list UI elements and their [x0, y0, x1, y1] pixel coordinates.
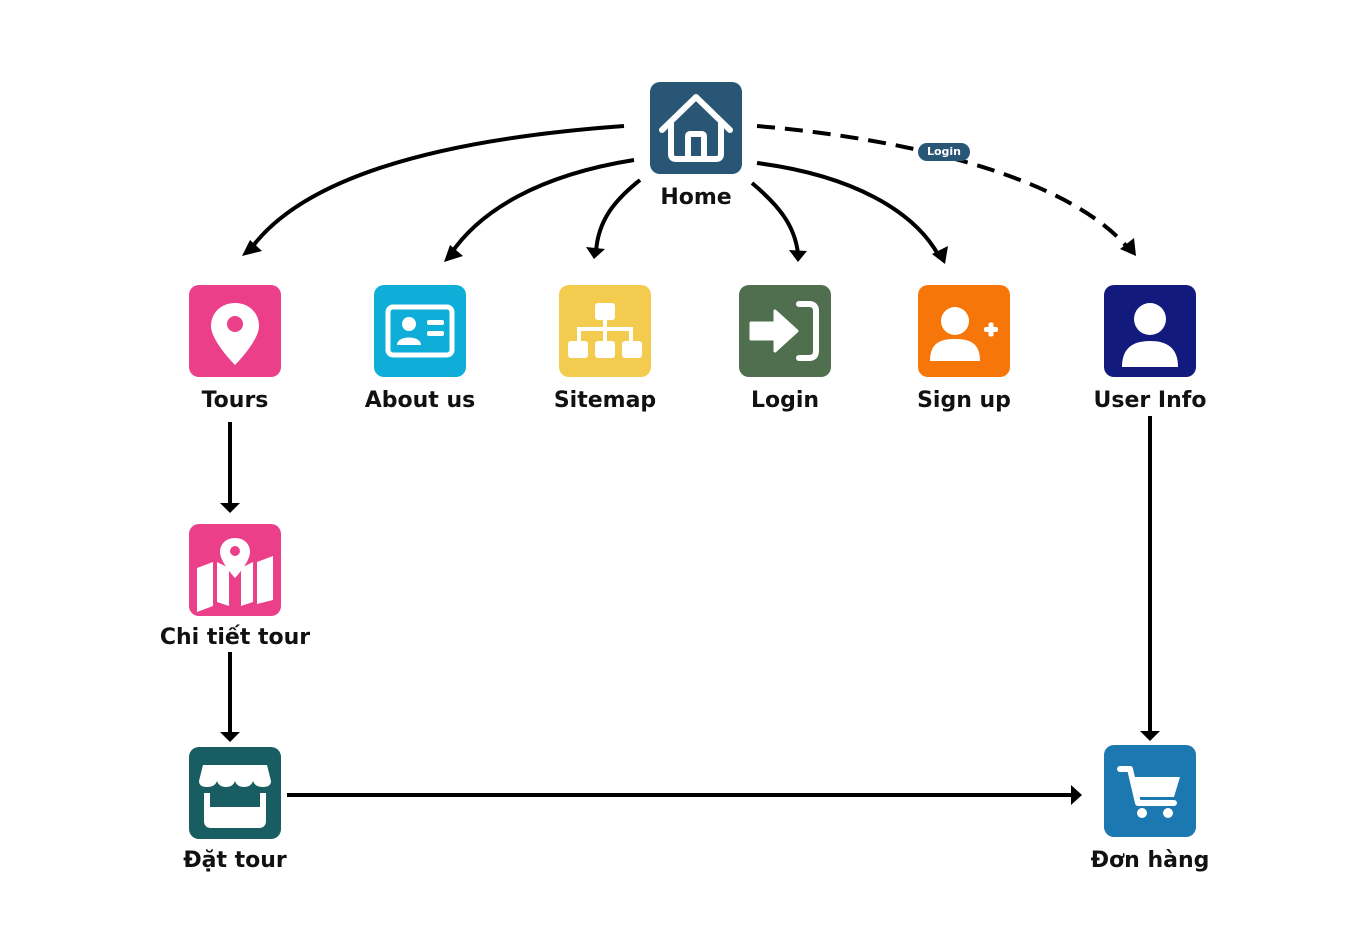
- node-user-info[interactable]: [1104, 285, 1196, 377]
- edge-home-about: [448, 158, 635, 257]
- arrowhead-user-info: [1120, 238, 1136, 256]
- edge-home-sitemap: [594, 178, 642, 253]
- node-home[interactable]: [650, 82, 742, 174]
- node-sitemap[interactable]: [559, 285, 651, 377]
- edge-label-login: Login: [918, 143, 970, 161]
- node-signup[interactable]: [918, 285, 1010, 377]
- house-icon: [659, 94, 733, 162]
- arrowhead-tours: [242, 240, 262, 256]
- arrowhead-signup: [932, 246, 948, 264]
- label-tours: Tours: [201, 388, 269, 413]
- arrowhead-detail: [220, 503, 240, 513]
- label-orders: Đơn hàng: [1090, 848, 1210, 873]
- arrowhead-orders-right: [1071, 785, 1082, 805]
- map-pin-icon: [211, 303, 259, 365]
- edge-home-signup: [756, 161, 942, 259]
- label-book-tour: Đặt tour: [183, 848, 287, 873]
- arrowhead-login: [789, 250, 807, 262]
- node-login[interactable]: [739, 285, 831, 377]
- node-about[interactable]: [374, 285, 466, 377]
- arrowhead-book: [220, 732, 240, 742]
- label-sitemap: Sitemap: [553, 388, 657, 413]
- user-plus-icon: [930, 307, 998, 361]
- sign-in-icon: [749, 301, 819, 361]
- store-icon: [199, 765, 271, 828]
- label-tour-detail: Chi tiết tour: [159, 625, 311, 650]
- label-about: About us: [364, 388, 476, 413]
- edge-home-login: [750, 181, 800, 255]
- label-user-info: User Info: [1093, 388, 1207, 413]
- edge-home-user-info: [756, 124, 1130, 250]
- node-tour-detail[interactable]: [189, 524, 281, 616]
- node-tours[interactable]: [189, 285, 281, 377]
- node-book-tour[interactable]: [189, 747, 281, 839]
- label-signup: Sign up: [917, 388, 1011, 413]
- edge-home-tours: [248, 124, 625, 252]
- map-location-icon: [197, 538, 273, 612]
- shopping-cart-icon: [1117, 766, 1180, 818]
- label-home: Home: [660, 185, 732, 210]
- arrowhead-orders-down: [1140, 731, 1160, 741]
- sitemap-icon: [568, 303, 642, 358]
- id-card-icon: [385, 304, 455, 358]
- arrowhead-about: [444, 245, 463, 262]
- user-icon: [1122, 303, 1178, 367]
- arrowhead-sitemap: [586, 247, 605, 259]
- node-orders[interactable]: [1104, 745, 1196, 837]
- label-login: Login: [750, 388, 820, 413]
